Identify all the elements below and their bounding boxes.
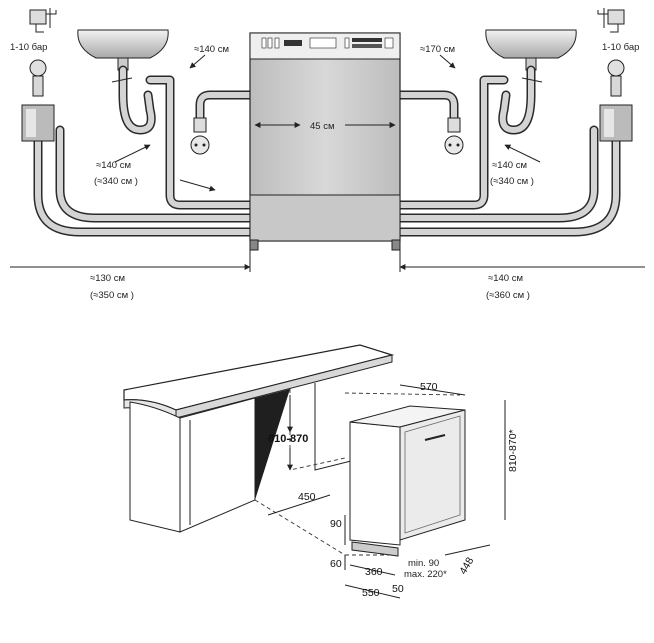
power-cord-right bbox=[395, 90, 464, 155]
depth-top-label: 570 bbox=[420, 381, 438, 393]
drain-hose-left-length: ≈140 см bbox=[194, 44, 229, 55]
niche-height-label: 810-870 bbox=[268, 433, 308, 445]
depth-side-label: 450 bbox=[298, 491, 316, 503]
floor-right-extended: (≈360 см ) bbox=[486, 290, 530, 301]
sink-right bbox=[485, 29, 577, 135]
dim-360-label: 360 bbox=[365, 566, 383, 578]
water-tap-right-icon bbox=[597, 8, 625, 33]
drain-hose-right bbox=[395, 75, 509, 210]
dim-550-label: 550 bbox=[362, 587, 380, 599]
min-label: min. 90 bbox=[408, 558, 439, 569]
base-cabinet bbox=[129, 383, 356, 533]
countertop bbox=[123, 344, 395, 419]
valve-left-icon bbox=[21, 59, 55, 142]
power-cord-left bbox=[190, 90, 255, 155]
drain-hose-right-length: ≈170 см bbox=[420, 44, 455, 55]
pressure-left-label: 1-10 бар bbox=[10, 42, 47, 53]
valve-right-icon bbox=[599, 59, 633, 142]
pressure-right-label: 1-10 бар bbox=[602, 42, 639, 53]
dishwasher-body bbox=[349, 405, 466, 557]
plinth-90-label: 90 bbox=[330, 518, 342, 530]
top-connection-diagram: 45 см ≈140 см ≈170 см 1-10 бар 1-10 бар … bbox=[10, 8, 645, 301]
bottom-niche-diagram: 810-870 570 810-870* 450 90 60 360 550 5… bbox=[123, 344, 519, 599]
floor-left-extended: (≈350 см ) bbox=[90, 290, 134, 301]
inlet-right-length: ≈140 см bbox=[492, 160, 527, 171]
dim-50-label: 50 bbox=[392, 583, 404, 595]
floor-left-length: ≈130 см bbox=[90, 273, 125, 284]
plinth-60-label: 60 bbox=[330, 558, 342, 570]
floor-hose-right bbox=[395, 107, 621, 237]
max-label: max. 220* bbox=[404, 569, 447, 580]
height-right-label: 810-870* bbox=[507, 429, 519, 472]
width-label: 45 см bbox=[310, 121, 335, 132]
dishwasher-front bbox=[249, 32, 401, 251]
floor-hose-left bbox=[33, 107, 255, 237]
inlet-right-extended: (≈340 см ) bbox=[490, 176, 534, 187]
inlet-left-length: ≈140 см bbox=[96, 160, 131, 171]
inlet-left-extended: (≈340 см ) bbox=[94, 176, 138, 187]
dim-448-label: 448 bbox=[457, 555, 476, 576]
floor-right-length: ≈140 см bbox=[488, 273, 523, 284]
sink-left bbox=[77, 29, 169, 135]
drain-hose-left bbox=[145, 75, 255, 210]
water-tap-left-icon bbox=[29, 8, 57, 33]
